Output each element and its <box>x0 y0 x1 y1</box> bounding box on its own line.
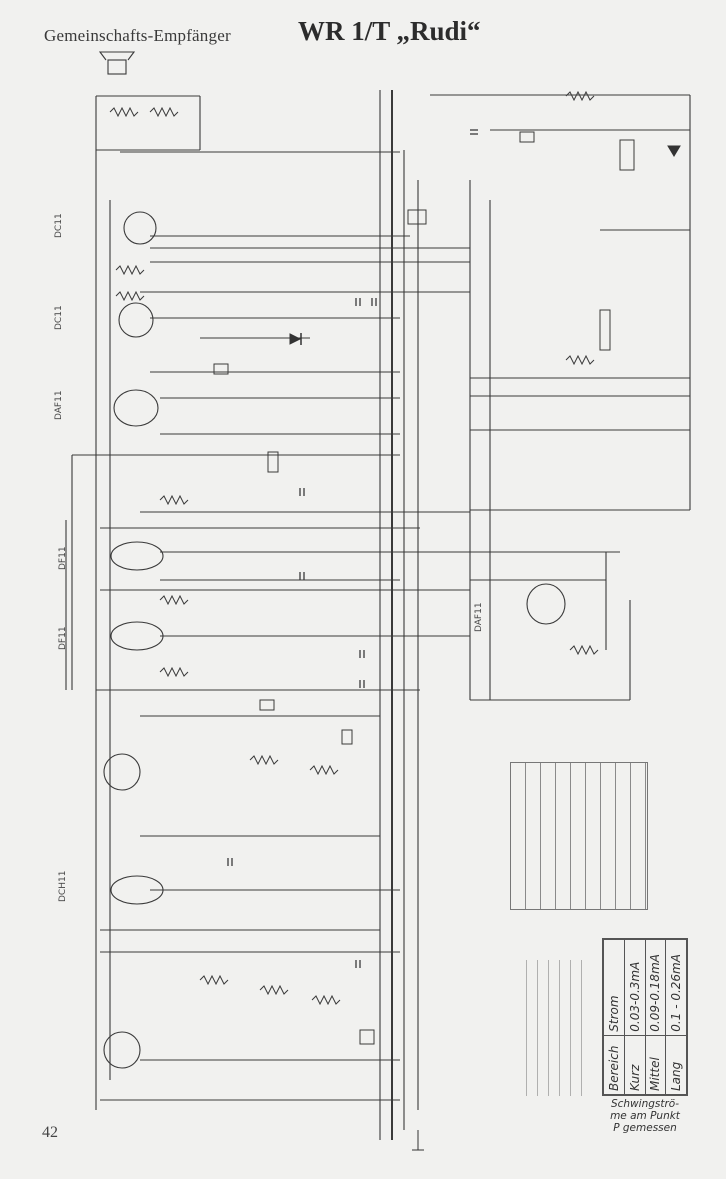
caption-line: Schwingströ- <box>610 1098 680 1110</box>
table-cell: Mittel <box>645 1035 666 1095</box>
coil-data-table-2 <box>516 960 588 1096</box>
table-caption: Schwingströ- me am Punkt P gemessen <box>590 1098 700 1134</box>
table-cell: 0.03-0.3mA <box>624 939 645 1036</box>
title-right: WR 1/T „Rudi“ <box>298 16 481 46</box>
caption-line: me am Punkt <box>610 1110 680 1122</box>
caption-line: P gemessen <box>613 1122 677 1134</box>
tube-label-dch11: DCH11 <box>58 870 68 902</box>
table-cell: Kurz <box>624 1035 645 1095</box>
oscillator-current-table: Bereich Strom Kurz 0.03-0.3mA Mittel 0.0… <box>602 938 688 1096</box>
table-row: Lang 0.1 - 0.26mA <box>665 939 687 1095</box>
table-cell: 0.1 - 0.26mA <box>665 939 687 1036</box>
table-header-strom: Strom <box>603 939 625 1036</box>
tube-label-df11-b: DF11 <box>58 626 68 650</box>
table-cell: Lang <box>665 1035 687 1095</box>
page-number: 42 <box>42 1124 58 1141</box>
tube-label-daf11-a: DAF11 <box>54 390 64 420</box>
table-row: Mittel 0.09-0.18mA <box>645 939 666 1095</box>
table-cell: 0.09-0.18mA <box>645 939 666 1036</box>
coil-data-table <box>510 762 648 910</box>
tube-label-daf11-b: DAF11 <box>474 602 484 632</box>
title-left: Gemeinschafts-Empfänger <box>44 26 231 45</box>
table-header-bereich: Bereich <box>603 1035 625 1095</box>
tube-label-dc11-b: DC11 <box>54 305 64 330</box>
table-row: Kurz 0.03-0.3mA <box>624 939 645 1095</box>
tube-label-df11-a: DF11 <box>58 546 68 570</box>
tube-label-dc11-a: DC11 <box>54 213 64 238</box>
